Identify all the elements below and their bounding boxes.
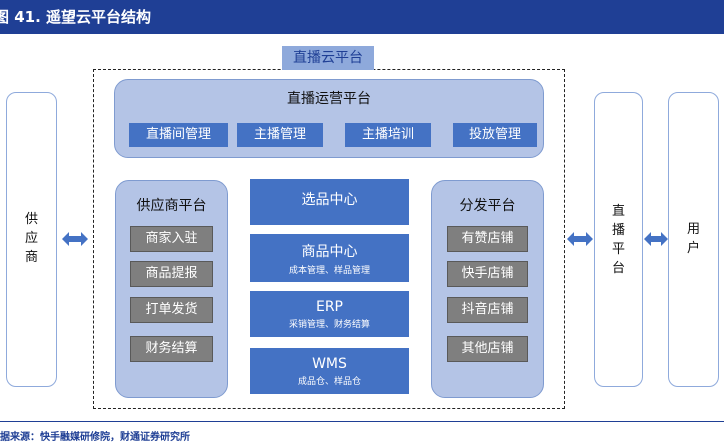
module-product-center: 商品中心 成本管理、样品管理 [250, 234, 409, 282]
module-selection-center: 选品中心 [250, 179, 409, 225]
module-product-center-name: 商品中心 [301, 244, 358, 260]
module-erp: ERP 采销管理、财务结算 [250, 291, 409, 337]
ops-item-ad-management: 投放管理 [453, 123, 537, 147]
footer-divider [0, 421, 724, 422]
dist-item-kuaishou: 快手店铺 [447, 261, 528, 287]
double-arrow-icon [567, 232, 593, 246]
live-platform-char: 台 [611, 261, 625, 276]
supplier-item-onboarding: 商家入驻 [130, 226, 213, 252]
user-entity-char: 户 [686, 241, 700, 256]
ops-item-room-management: 直播间管理 [129, 123, 228, 147]
live-platform-box [594, 92, 643, 387]
supplier-platform-title: 供应商平台 [136, 198, 207, 214]
module-product-center-desc: 成本管理、样品管理 [288, 266, 370, 276]
double-arrow-icon [62, 232, 88, 246]
user-entity-char: 用 [686, 222, 700, 237]
live-platform-char: 平 [611, 242, 625, 257]
user-entity-box [668, 92, 719, 387]
figure-title: 图 41. 遥望云平台结构 [0, 8, 152, 26]
module-selection-center-name: 选品中心 [301, 192, 358, 208]
live-platform-char: 播 [611, 223, 625, 238]
live-platform-label: 直 播 平 台 [594, 202, 643, 278]
supplier-entity-char: 应 [24, 231, 38, 246]
source-note: 据来源：快手融媒研修院，财通证券研究所 [0, 432, 190, 443]
cloud-platform-label: 直播云平台 [282, 46, 374, 70]
supplier-entity-char: 商 [24, 250, 38, 265]
module-wms: WMS 成品仓、样品仓 [250, 348, 409, 394]
distribution-platform-title: 分发平台 [459, 198, 516, 214]
figure-title-bar: 图 41. 遥望云平台结构 [0, 0, 724, 34]
dist-item-youzan: 有赞店铺 [447, 226, 528, 252]
supplier-item-settlement: 财务结算 [130, 336, 213, 362]
ops-item-host-management: 主播管理 [237, 123, 323, 147]
supplier-item-shipping: 打单发货 [130, 297, 213, 323]
supplier-item-submission: 商品提报 [130, 261, 213, 287]
dist-item-other: 其他店铺 [447, 336, 528, 362]
supplier-entity-label: 供 应 商 [6, 210, 57, 267]
ops-item-host-training: 主播培训 [345, 123, 431, 147]
live-platform-char: 直 [611, 204, 625, 219]
module-erp-desc: 采销管理、财务结算 [288, 320, 370, 330]
double-arrow-icon [644, 232, 668, 246]
dist-item-douyin: 抖音店铺 [447, 297, 528, 323]
module-erp-name: ERP [315, 299, 343, 315]
supplier-entity-char: 供 [24, 212, 38, 227]
module-wms-name: WMS [312, 356, 347, 372]
user-entity-label: 用 户 [668, 220, 719, 258]
module-wms-desc: 成品仓、样品仓 [297, 377, 361, 387]
supplier-entity-box [6, 92, 57, 387]
ops-platform-title: 直播运营平台 [287, 91, 371, 107]
